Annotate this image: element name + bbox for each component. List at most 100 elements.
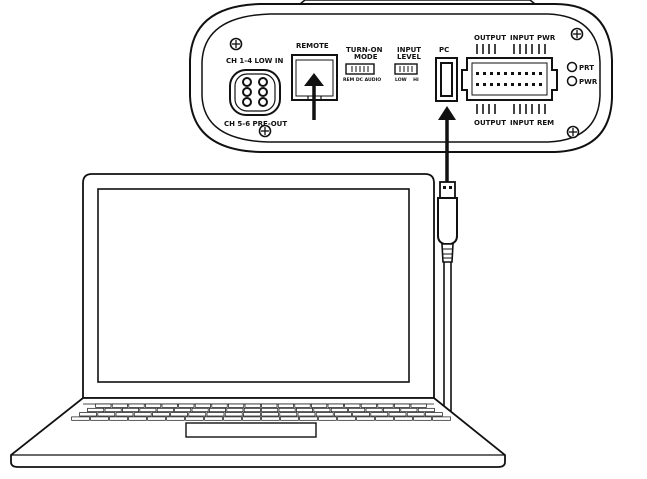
keyboard-key: [71, 416, 90, 421]
screw-icon: [570, 27, 584, 41]
keyboard-key: [334, 412, 352, 417]
keyboard-key: [156, 407, 174, 413]
output-top-label: OUTPUT: [474, 34, 506, 42]
input-level-options-label: LOW HI: [395, 77, 419, 83]
keyboard-key: [330, 407, 348, 413]
remote-label: REMOTE: [296, 42, 329, 50]
keyboard-key: [406, 412, 425, 417]
keyboard-key: [111, 403, 128, 408]
arrow-up-icon: [438, 106, 456, 185]
speaker-power-connector: [461, 57, 558, 101]
keyboard-key: [296, 407, 313, 413]
keyboard-key: [261, 416, 280, 421]
ch-low-in-label: CH 1-4 LOW IN: [226, 57, 283, 65]
keyboard-key: [348, 407, 366, 413]
arrow-up-icon: [304, 73, 324, 120]
keyboard-key: [261, 412, 279, 417]
keyboard-key: [432, 416, 451, 421]
keyboard-key: [375, 416, 394, 421]
keyboard-key: [299, 416, 318, 421]
keyboard-key: [279, 412, 298, 417]
keyboard-key: [383, 407, 400, 413]
keyboard-key: [178, 403, 195, 408]
rem-bottom-label: REM: [537, 119, 554, 127]
rca-connector: [229, 69, 281, 116]
ch-pre-out-label: CH 5-6 PRE-OUT: [224, 120, 287, 128]
keyboard-key: [400, 407, 418, 413]
keyboard-key: [244, 403, 261, 408]
keyboard-key: [278, 407, 296, 413]
keyboard-key: [145, 403, 162, 408]
keyboard-key: [242, 416, 261, 421]
keyboard-key: [139, 407, 157, 413]
input-bottom-label: INPUT: [510, 119, 534, 127]
keyboard-key: [377, 403, 394, 408]
keyboard-key: [280, 416, 299, 421]
keyboard: [71, 403, 451, 421]
keyboard-key: [209, 407, 226, 413]
keyboard-key: [388, 412, 407, 417]
keyboard-key: [277, 403, 294, 408]
output-bottom-label: OUTPUT: [474, 119, 506, 127]
keyboard-key: [104, 407, 122, 413]
turn-on-options-label: REM DC AUDIO: [343, 77, 381, 83]
prt-led-icon: [566, 61, 578, 73]
screw-icon: [566, 125, 580, 139]
keyboard-key: [294, 403, 311, 408]
keyboard-key: [161, 403, 178, 408]
keyboard-key: [152, 412, 170, 417]
keyboard-key: [188, 412, 207, 417]
keyboard-key: [394, 403, 411, 408]
keyboard-key: [410, 403, 427, 408]
keyboard-key: [311, 403, 328, 408]
keyboard-key: [261, 403, 278, 408]
keyboard-key: [243, 412, 261, 417]
keyboard-key: [90, 416, 109, 421]
keyboard-key: [315, 412, 334, 417]
keyboard-key: [417, 407, 435, 413]
keyboard-key: [425, 412, 443, 417]
trackpad: [185, 422, 317, 438]
keyboard-key: [226, 407, 244, 413]
screw-icon: [229, 37, 243, 51]
keyboard-key: [327, 403, 344, 408]
turn-on-mode-label-2: MODE: [354, 53, 378, 61]
laptop-screen: [97, 188, 410, 383]
keyboard-key: [128, 416, 147, 421]
keyboard-key: [224, 412, 243, 417]
keyboard-key: [191, 407, 209, 413]
keyboard-key: [206, 412, 225, 417]
keyboard-key: [115, 412, 134, 417]
usb-cable: [437, 181, 458, 412]
keyboard-key: [360, 403, 377, 408]
keyboard-key: [97, 412, 116, 417]
keyboard-key: [79, 412, 97, 417]
keyboard-key: [261, 407, 279, 413]
pwr-led-icon: [566, 75, 578, 87]
keyboard-key: [128, 403, 145, 408]
keyboard-key: [297, 412, 316, 417]
pwr-label: PWR: [579, 78, 598, 86]
input-level-label-2: LEVEL: [397, 53, 421, 61]
input-level-label: INPUT: [397, 46, 421, 54]
keyboard-key: [365, 407, 383, 413]
usb-port: [435, 57, 458, 102]
keyboard-key: [147, 416, 166, 421]
keyboard-key: [194, 403, 211, 408]
pc-label: PC: [439, 46, 449, 54]
keyboard-key: [318, 416, 337, 421]
keyboard-key: [228, 403, 245, 408]
keyboard-key: [352, 412, 370, 417]
keyboard-key: [337, 416, 356, 421]
keyboard-key: [185, 416, 204, 421]
keyboard-key: [170, 412, 188, 417]
keyboard-key: [394, 416, 413, 421]
keyboard-key: [356, 416, 375, 421]
keyboard-key: [370, 412, 389, 417]
keyboard-key: [223, 416, 242, 421]
keyboard-key: [413, 416, 432, 421]
keyboard-key: [174, 407, 192, 413]
keyboard-key: [95, 403, 112, 408]
keyboard-key: [87, 407, 105, 413]
